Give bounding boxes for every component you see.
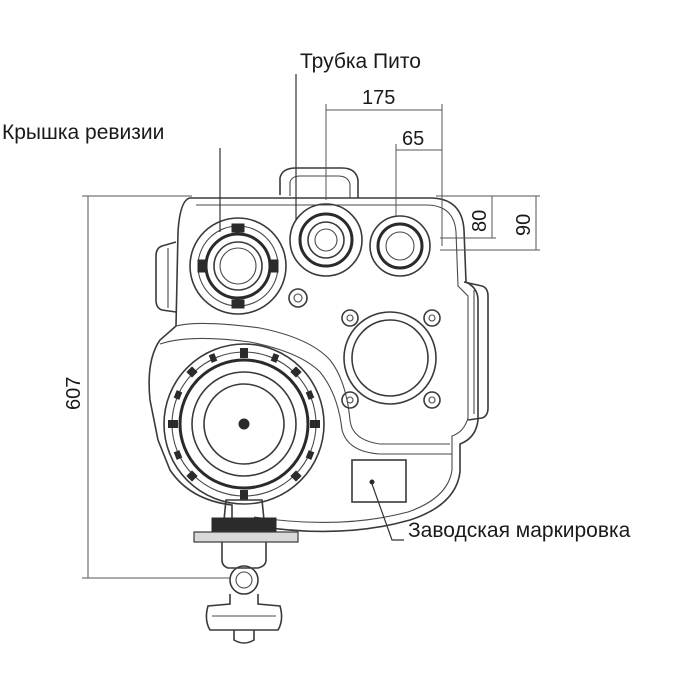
- outlet-flange: [193, 499, 299, 569]
- flange-bolts: [341, 309, 441, 409]
- label-inspection-cover: Крышка ревизии: [2, 121, 164, 144]
- pitot-tube-port: [289, 203, 363, 277]
- dimension-607: 607: [63, 377, 85, 410]
- impeller-teeth: [168, 348, 320, 500]
- dimension-80: 80: [469, 210, 491, 232]
- dimension-lines: [82, 104, 540, 579]
- dimension-65: 65: [402, 128, 424, 150]
- dimension-90: 90: [513, 214, 535, 236]
- cover-lugs: [197, 223, 279, 309]
- dimension-175: 175: [362, 87, 395, 109]
- upper-housing: [148, 167, 489, 533]
- bolt-small-inner: [293, 293, 303, 303]
- label-factory-marking: Заводская маркировка: [408, 519, 631, 542]
- label-pitot-tube: Трубка Пито: [300, 50, 421, 73]
- outlet-pipe-fitting: [205, 565, 283, 644]
- factory-marking-plate: [351, 459, 407, 503]
- bolt-small: [288, 288, 308, 308]
- secondary-port: [369, 215, 431, 277]
- leader-lines: [219, 74, 404, 541]
- marking-plate-dot: [369, 479, 375, 485]
- inspection-cover-assembly: [189, 217, 287, 315]
- motor-flange: [341, 309, 441, 409]
- impeller-housing: [163, 343, 325, 505]
